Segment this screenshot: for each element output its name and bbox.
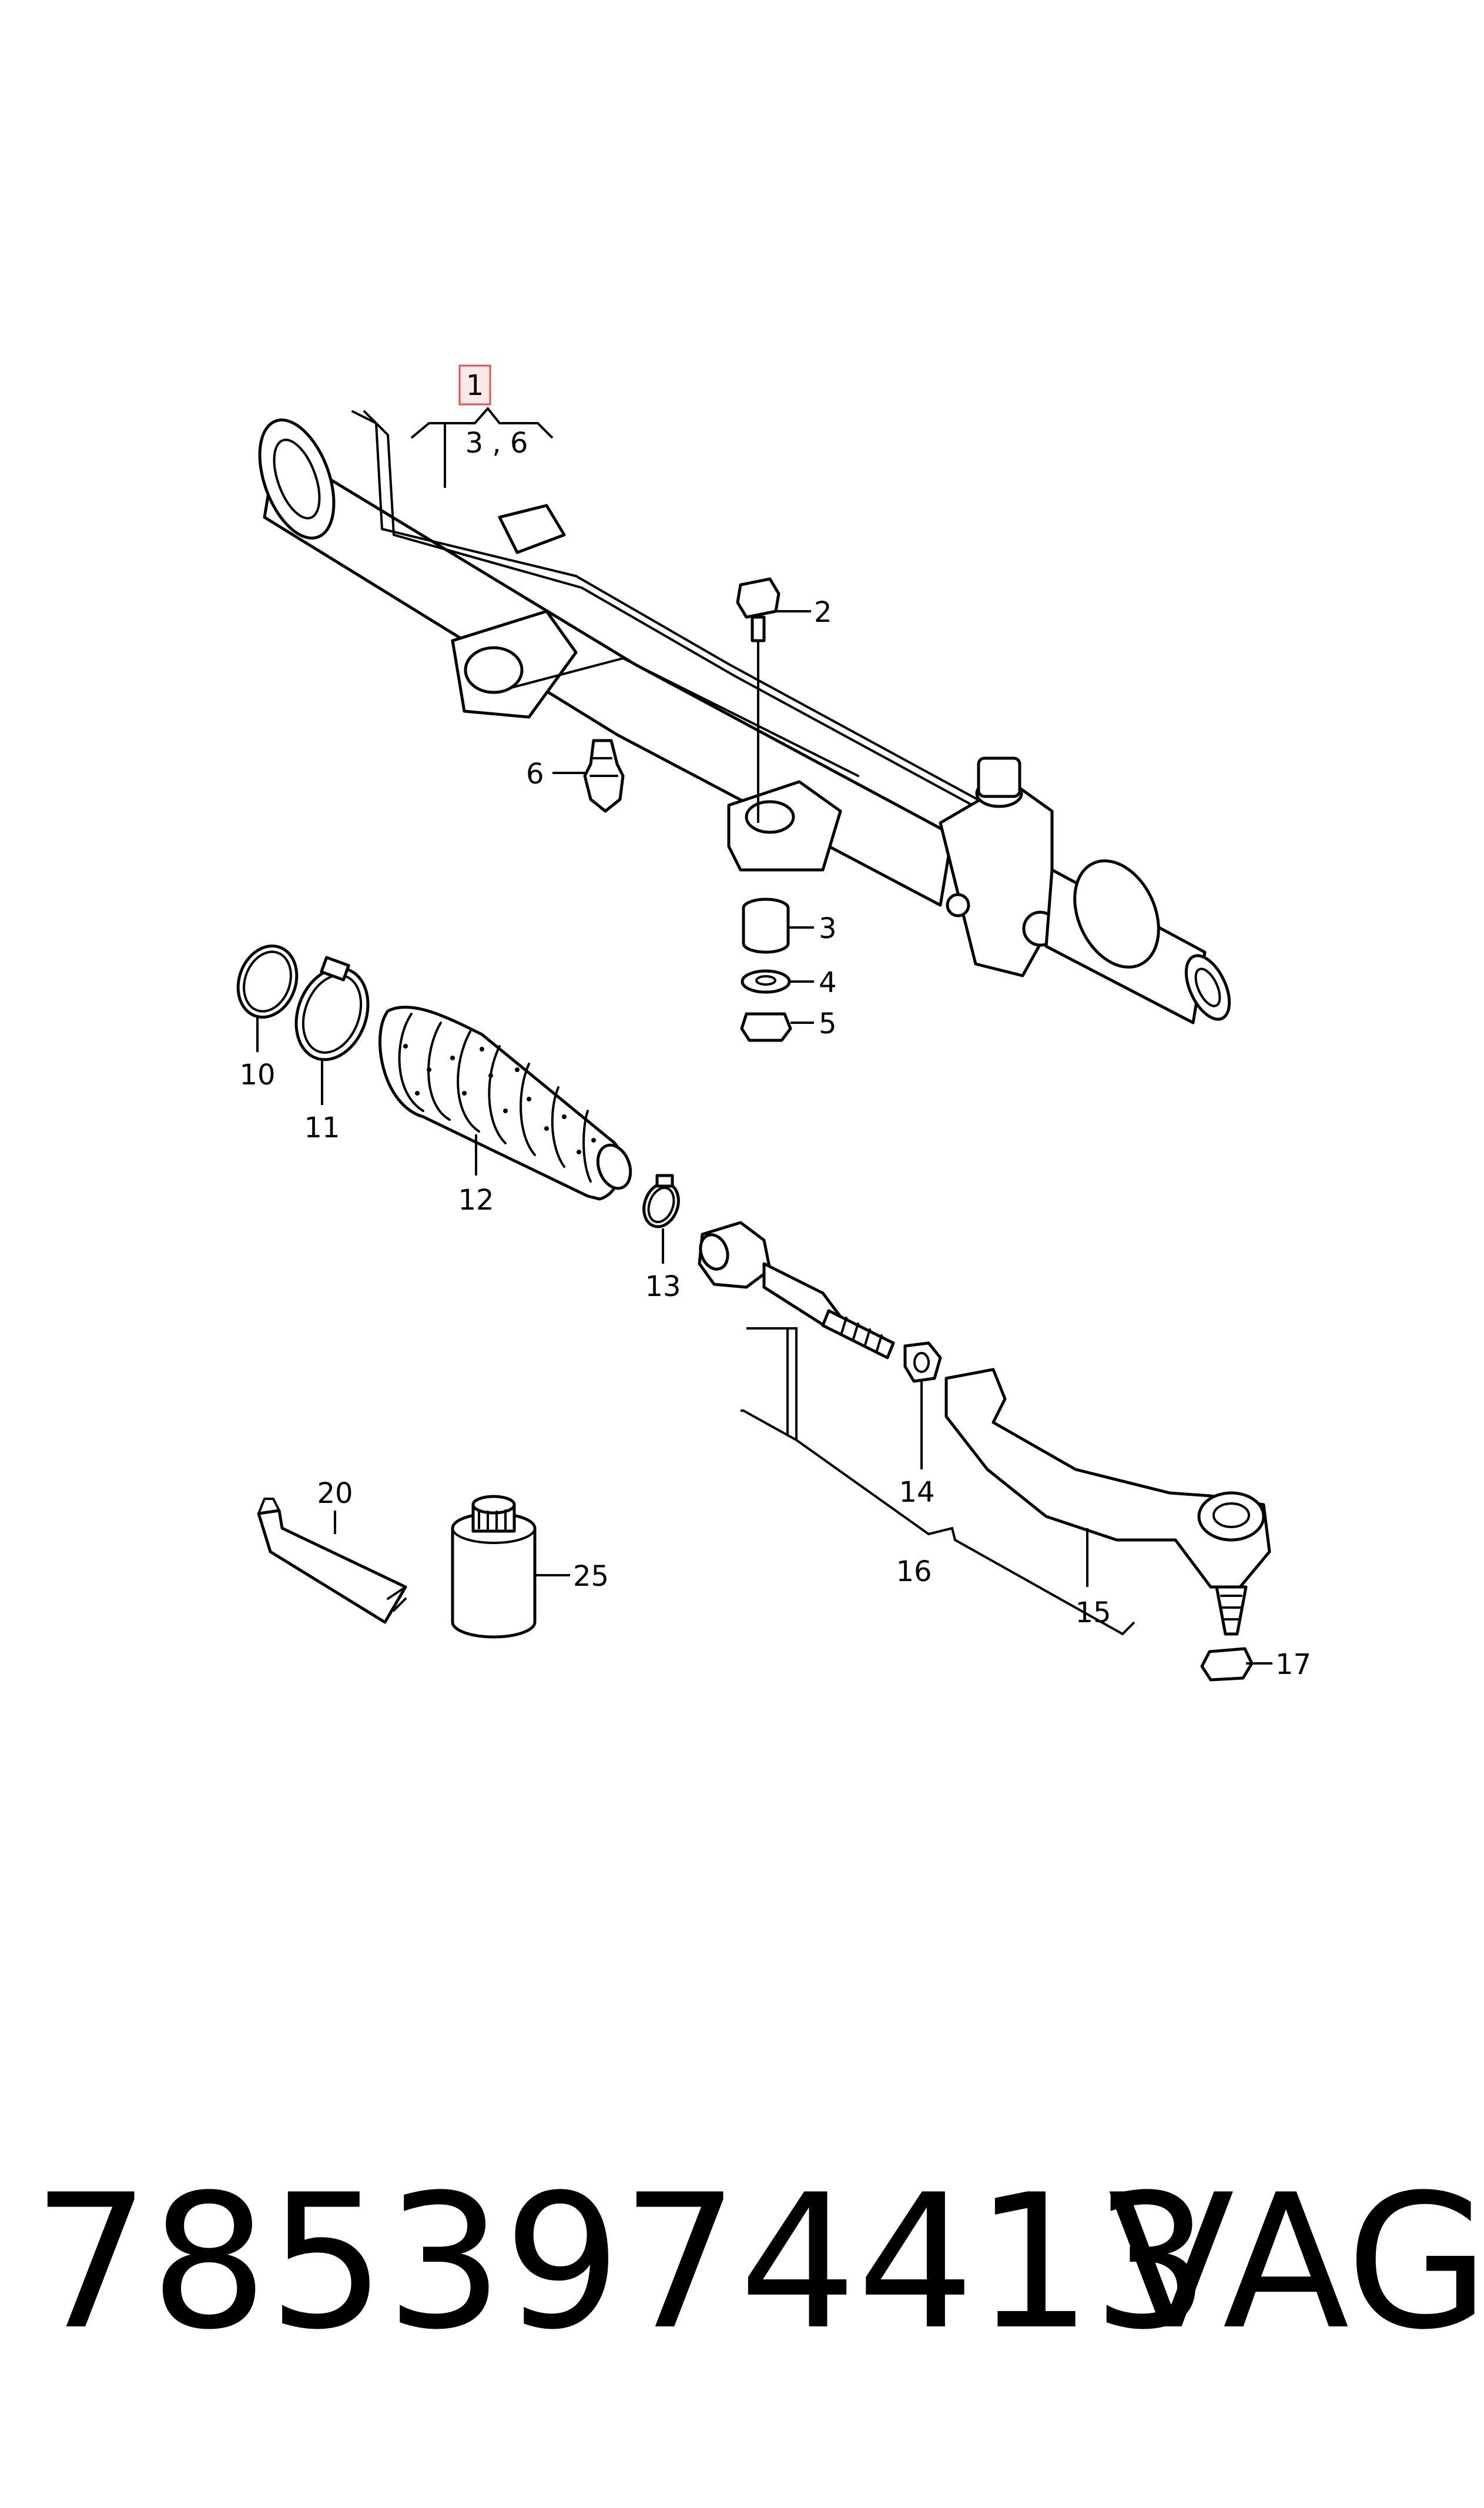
- nut-17: [1200, 1647, 1272, 1682]
- brand-label: VAG: [1108, 2155, 1484, 2370]
- steering-rack-housing: [258, 410, 1231, 1024]
- small-clamp-13: [642, 1174, 680, 1264]
- grease-tube-20: [257, 1498, 407, 1624]
- bushing-3: [742, 898, 814, 954]
- callout-25[interactable]: 25: [573, 1560, 609, 1593]
- part-number-footer: 7853974413 VAG: [32, 2155, 1484, 2370]
- washer-4: [741, 969, 814, 994]
- part-number: 7853974413: [32, 2155, 1211, 2370]
- tie-rod-end-15: [944, 1368, 1271, 1636]
- nut-14: [903, 1341, 942, 1469]
- exploded-parts-diagram: 1 3 , 6 2 6 3 4 5 10: [236, 364, 1311, 1682]
- ring-10: [236, 944, 299, 1052]
- callout-11[interactable]: 11: [304, 1111, 340, 1144]
- callout-14[interactable]: 14: [899, 1476, 934, 1509]
- callout-17[interactable]: 17: [1275, 1648, 1311, 1681]
- boot-12: [378, 1006, 632, 1201]
- clamp-11: [294, 956, 370, 1105]
- callout-5[interactable]: 5: [819, 1007, 837, 1040]
- callout-15[interactable]: 15: [1075, 1596, 1111, 1629]
- nut-5: [740, 1012, 814, 1042]
- clip-6: [552, 739, 625, 813]
- callout-12[interactable]: 12: [458, 1184, 494, 1217]
- svg-text:1: 1: [466, 369, 484, 402]
- callout-20[interactable]: 20: [317, 1477, 353, 1510]
- callout-3[interactable]: 3: [819, 912, 837, 945]
- callout-13[interactable]: 13: [645, 1270, 681, 1303]
- tie-rod-16: [698, 1221, 895, 1360]
- callout-2[interactable]: 2: [814, 596, 832, 629]
- callout-4[interactable]: 4: [819, 966, 837, 999]
- callout-16-bracket: [741, 1327, 1135, 1636]
- callout-1[interactable]: 1: [458, 364, 491, 406]
- callout-10[interactable]: 10: [239, 1059, 275, 1091]
- fluid-bottle-25: [451, 1495, 570, 1639]
- callout-16[interactable]: 16: [896, 1555, 932, 1588]
- callout-6[interactable]: 6: [526, 758, 544, 791]
- bolt-2: [736, 577, 811, 823]
- callout-1-sub: 3 , 6: [465, 427, 528, 460]
